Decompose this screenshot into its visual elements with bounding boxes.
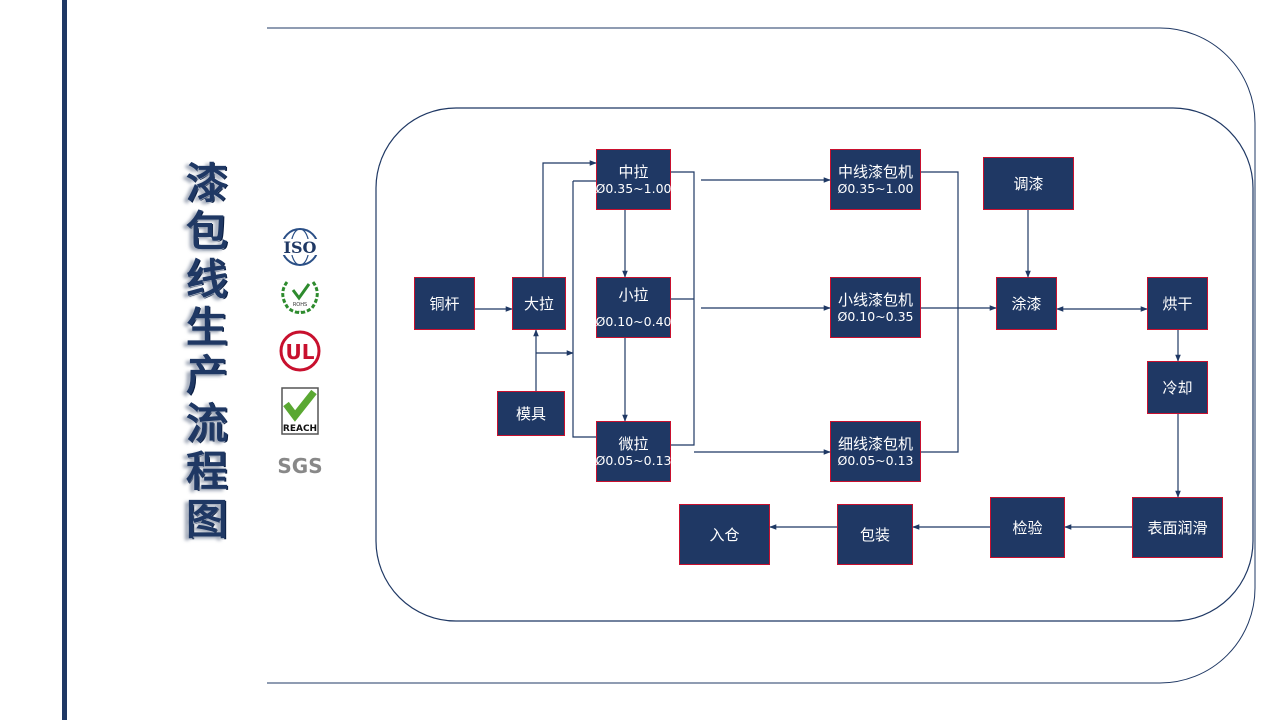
- node-label: 调漆: [1013, 174, 1044, 193]
- node-coating: 涂漆: [996, 277, 1057, 330]
- rohs-logo: ROHS: [281, 281, 319, 314]
- node-label: 小拉: [618, 286, 649, 304]
- node-inspection: 检验: [990, 497, 1065, 558]
- node-label: 模具: [515, 404, 546, 423]
- node-diameter-range: Ø0.35~1.00: [837, 181, 914, 196]
- node-baking: 烘干: [1147, 277, 1208, 330]
- inner-rounded-frame: [375, 107, 1254, 622]
- left-accent-bar: [62, 0, 67, 720]
- node-label: 小线漆包机: [837, 291, 913, 309]
- node-die: 模具: [497, 391, 565, 436]
- node-warehousing: 入仓: [679, 504, 770, 565]
- node-label: 中拉: [618, 163, 649, 181]
- node-label: 冷却: [1162, 378, 1193, 397]
- node-label: 涂漆: [1011, 294, 1042, 313]
- svg-text:UL: UL: [286, 340, 315, 364]
- title-char: 生: [185, 303, 228, 352]
- outer-frame-line: [267, 27, 1256, 684]
- node-cooling: 冷却: [1147, 361, 1208, 414]
- reach-logo: REACH: [281, 387, 319, 435]
- title-char: 程: [185, 447, 228, 496]
- svg-text:REACH: REACH: [283, 424, 317, 434]
- svg-text:ROHS: ROHS: [293, 302, 307, 308]
- node-diameter-range: Ø0.05~0.13: [837, 453, 914, 468]
- node-small-draw: 小拉 Ø0.10~0.40: [595, 277, 672, 338]
- title-char: 产: [185, 351, 228, 400]
- title-char: 漆: [185, 159, 228, 208]
- node-label: 微拉: [618, 435, 649, 453]
- node-label: 铜杆: [429, 294, 460, 313]
- node-copper-rod: 铜杆: [414, 277, 475, 330]
- node-diameter-range: Ø0.35~1.00: [595, 181, 672, 196]
- ul-logo: UL: [279, 330, 321, 372]
- node-label: 入仓: [709, 525, 740, 544]
- node-label: 大拉: [523, 294, 554, 313]
- node-diameter-range: Ø0.05~0.13: [595, 453, 672, 468]
- node-label: 包装: [859, 525, 890, 544]
- iso-logo: ISO: [276, 228, 324, 266]
- svg-text:SGS: SGS: [277, 454, 322, 478]
- node-label: 细线漆包机: [837, 435, 913, 453]
- page-title: 漆 包 线 生 产 流 程 图: [180, 160, 234, 544]
- node-packing: 包装: [837, 504, 913, 565]
- node-diameter-range: Ø0.10~0.40: [595, 314, 672, 329]
- title-char: 包: [185, 207, 228, 256]
- node-label: 检验: [1012, 518, 1043, 537]
- svg-text:ISO: ISO: [284, 238, 317, 257]
- title-char: 流: [185, 399, 228, 448]
- node-label: 表面润滑: [1147, 518, 1208, 537]
- node-rough-draw: 大拉: [512, 277, 566, 330]
- node-label: 烘干: [1162, 294, 1193, 313]
- node-lubrication: 表面润滑: [1132, 497, 1223, 558]
- title-char: 图: [185, 495, 228, 544]
- node-label: 中线漆包机: [837, 163, 913, 181]
- sgs-logo: SGS: [277, 454, 322, 478]
- node-paint-mixing: 调漆: [983, 157, 1074, 210]
- title-char: 线: [185, 255, 228, 304]
- node-diameter-range: Ø0.10~0.35: [837, 309, 914, 324]
